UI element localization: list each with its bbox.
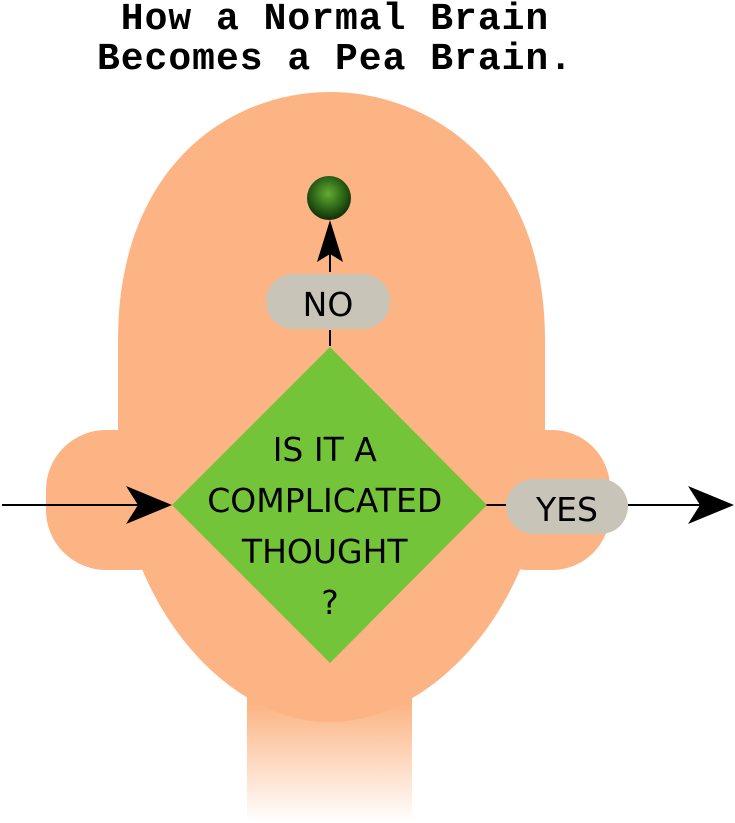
decision-line-1: IS IT A: [273, 430, 378, 469]
yes-label-text: YES: [535, 490, 598, 529]
no-label-text: NO: [303, 285, 354, 324]
input-arrowhead-icon: [126, 486, 172, 524]
decision-diamond: [172, 347, 487, 663]
title-line-2: Becomes a Pea Brain.: [96, 38, 574, 81]
yes-label-pill: YES: [506, 479, 628, 534]
output-arrowhead-icon: [688, 486, 734, 524]
decision-text: IS IT A COMPLICATED THOUGHT ?: [207, 430, 452, 622]
decision-node: IS IT A COMPLICATED THOUGHT ?: [172, 347, 487, 663]
pea-icon: [307, 176, 351, 220]
decision-line-3: THOUGHT: [241, 532, 408, 571]
diagram-title: How a Normal Brain Becomes a Pea Brain.: [0, 0, 670, 80]
no-label-pill: NO: [266, 274, 390, 329]
decision-line-2: COMPLICATED: [207, 481, 442, 520]
decision-line-4: ?: [321, 583, 339, 622]
title-line-1: How a Normal Brain: [120, 0, 550, 41]
up-arrowhead-icon: [317, 220, 343, 262]
